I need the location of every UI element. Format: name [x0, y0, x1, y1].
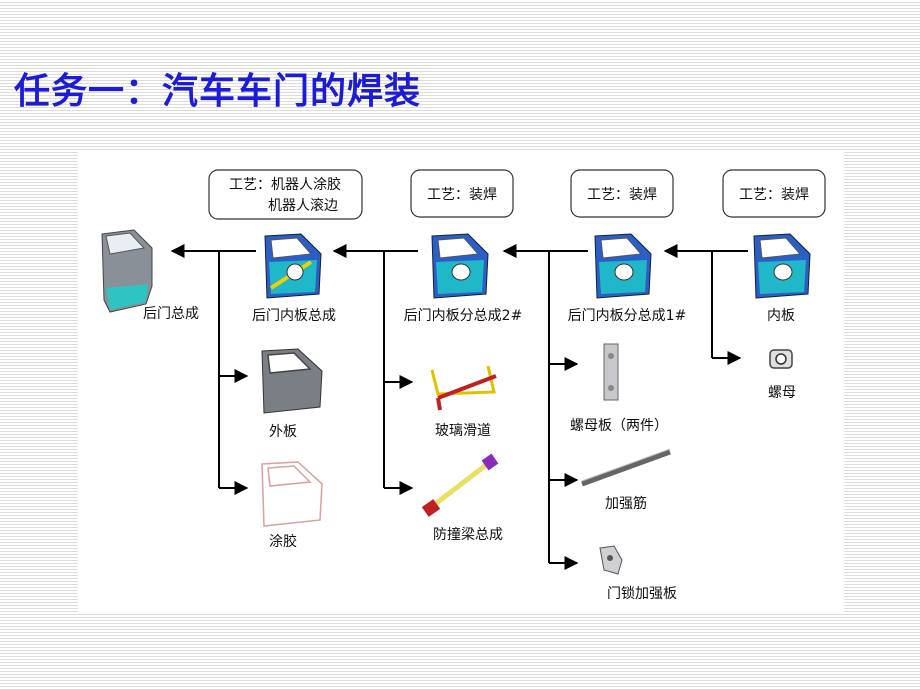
- nut-plate-image: [603, 343, 619, 401]
- outer-panel-image: [261, 348, 323, 414]
- process-3-label: 工艺：装焊: [587, 187, 657, 203]
- inner-assembly-label: 后门内板总成: [252, 308, 336, 324]
- inner-assembly-image: [264, 233, 322, 299]
- process-4-label: 工艺：装焊: [739, 187, 809, 203]
- process-box-1: 工艺：机器人涂胶 机器人滚边: [208, 169, 363, 220]
- nut-plate-label: 螺母板（两件）: [570, 418, 668, 434]
- nut-image: [769, 349, 793, 369]
- outer-panel-label: 外板: [269, 424, 297, 440]
- slide-title: 任务一：汽车车门的焊装: [14, 71, 422, 112]
- sub-assembly-2-image: [431, 233, 489, 299]
- adhesive-image: [261, 461, 323, 527]
- reinforcing-rib-image: [581, 448, 671, 487]
- nut-label: 螺母: [768, 385, 796, 401]
- process-2-label: 工艺：装焊: [427, 187, 497, 203]
- sub-assembly-1-label: 后门内板分总成1#: [568, 308, 687, 324]
- lock-reinforcement-label: 门锁加强板: [607, 586, 677, 602]
- door-assembly-label: 后门总成: [143, 306, 199, 322]
- adhesive-label: 涂胶: [269, 533, 297, 550]
- reinforcing-rib-label: 加强筋: [605, 495, 647, 512]
- process-1-line1: 工艺：机器人涂胶: [229, 176, 341, 193]
- sub-assembly-2-label: 后门内板分总成2#: [404, 308, 523, 324]
- anti-collision-beam-label: 防撞梁总成: [433, 527, 503, 543]
- weld-process-diagram: 工艺：机器人涂胶 机器人滚边 工艺：装焊 工艺：装焊 工艺：装焊: [78, 150, 844, 612]
- diagram-canvas: 工艺：机器人涂胶 机器人滚边 工艺：装焊 工艺：装焊 工艺：装焊: [101, 169, 826, 602]
- sub-assembly-1-image: [594, 233, 652, 299]
- flow-lines: [170, 244, 748, 570]
- glass-channel-image: [430, 365, 497, 411]
- process-1-line2: 机器人滚边: [268, 197, 338, 214]
- inner-panel-label: 内板: [767, 308, 795, 324]
- lock-reinforcement-image: [599, 545, 623, 575]
- inner-panel-image: [753, 233, 811, 299]
- glass-channel-label: 玻璃滑道: [435, 422, 491, 439]
- process-box-2: 工艺：装焊: [410, 169, 514, 218]
- anti-collision-beam-image: [421, 453, 499, 517]
- process-box-4: 工艺：装焊: [722, 169, 826, 218]
- process-box-3: 工艺：装焊: [570, 169, 674, 218]
- door-assembly-image: [101, 229, 153, 313]
